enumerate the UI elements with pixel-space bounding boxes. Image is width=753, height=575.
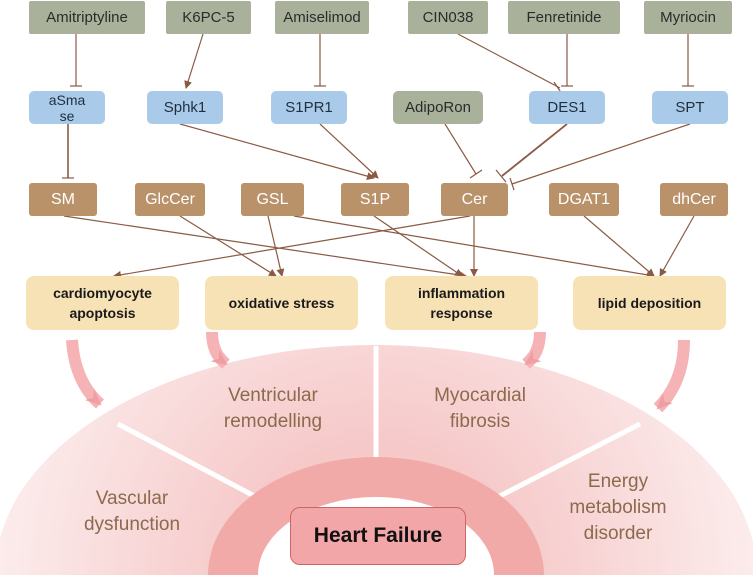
edge-spt-cer	[511, 123, 691, 185]
edge-k6pc5-sphk1	[184, 33, 204, 89]
edge-glccer-oxidative	[179, 215, 277, 277]
drug-amitriptyline: Amitriptyline	[29, 1, 145, 34]
arc-divider-right	[490, 421, 642, 503]
enzyme-asmase-label: aSmase	[48, 91, 86, 124]
lipid-sm: SM	[29, 183, 97, 216]
edge-cin038-des1	[457, 33, 561, 89]
label-energy-metabolism-disorder: Energy metabolism disorder	[569, 471, 667, 544]
lipid-cer: Cer	[441, 183, 508, 216]
curved-arrow-3	[522, 331, 546, 369]
curved-arrow-4	[653, 339, 690, 413]
edge-sm-inflammation	[63, 215, 467, 279]
lipid-glccer: GlcCer	[135, 183, 205, 216]
edge-dhcer-lipid	[659, 215, 695, 277]
edge-cer-apoptosis	[113, 215, 471, 279]
edge-sphk1-s1p	[179, 123, 375, 180]
lipid-s1p: S1P	[341, 183, 409, 216]
enzyme-sphk1: Sphk1	[147, 91, 223, 124]
edge-s1p-inflammation	[373, 215, 463, 277]
edge-des1-cer	[501, 123, 568, 177]
drug-cin038: CIN038	[408, 1, 488, 34]
enzyme-s1pr1: S1PR1	[271, 91, 347, 124]
outcome-apoptosis: cardiomyocyte apoptosis	[26, 276, 179, 330]
label-ventricular-remodelling: Ventricular remodelling	[223, 385, 323, 432]
drug-adiporon: AdipoRon	[393, 91, 483, 124]
drug-fenretinide: Fenretinide	[508, 1, 620, 34]
curved-arrow-2	[206, 331, 230, 369]
label-vascular-dysfunction: Vascular dysfunction	[83, 488, 181, 535]
outcome-inflammation-label: inflammation response	[417, 285, 506, 321]
enzyme-des1: DES1	[529, 91, 605, 124]
inner-ring	[208, 457, 544, 575]
label-myocardial-fibrosis: Myocardial fibrosis	[434, 385, 526, 432]
drug-amiselimod: Amiselimod	[275, 1, 369, 34]
drug-myriocin: Myriocin	[644, 1, 732, 34]
lipid-dgat1: DGAT1	[549, 183, 619, 216]
curved-arrow-1	[66, 339, 105, 409]
outcome-lipid-deposition: lipid deposition	[573, 276, 726, 330]
edge-s1pr1-s1p	[319, 123, 379, 179]
outcome-inflammation: inflammation response	[385, 276, 538, 330]
outcome-apoptosis-label: cardiomyocyte apoptosis	[53, 285, 152, 321]
enzyme-spt: SPT	[652, 91, 728, 124]
lipid-dhcer: dhCer	[660, 183, 728, 216]
edge-dgat1-lipid	[583, 215, 655, 277]
outcome-oxidative: oxidative stress	[205, 276, 358, 330]
drug-k6pc5: K6PC-5	[166, 1, 251, 34]
arc-divider-left	[116, 421, 264, 503]
edge-gsl-oxidative	[267, 215, 285, 277]
heart-failure-label: Heart Failure	[290, 507, 466, 565]
enzyme-asmase: aSmase	[29, 91, 105, 124]
lipid-gsl: GSL	[241, 183, 304, 216]
edge-adiporon-cer	[444, 123, 477, 175]
